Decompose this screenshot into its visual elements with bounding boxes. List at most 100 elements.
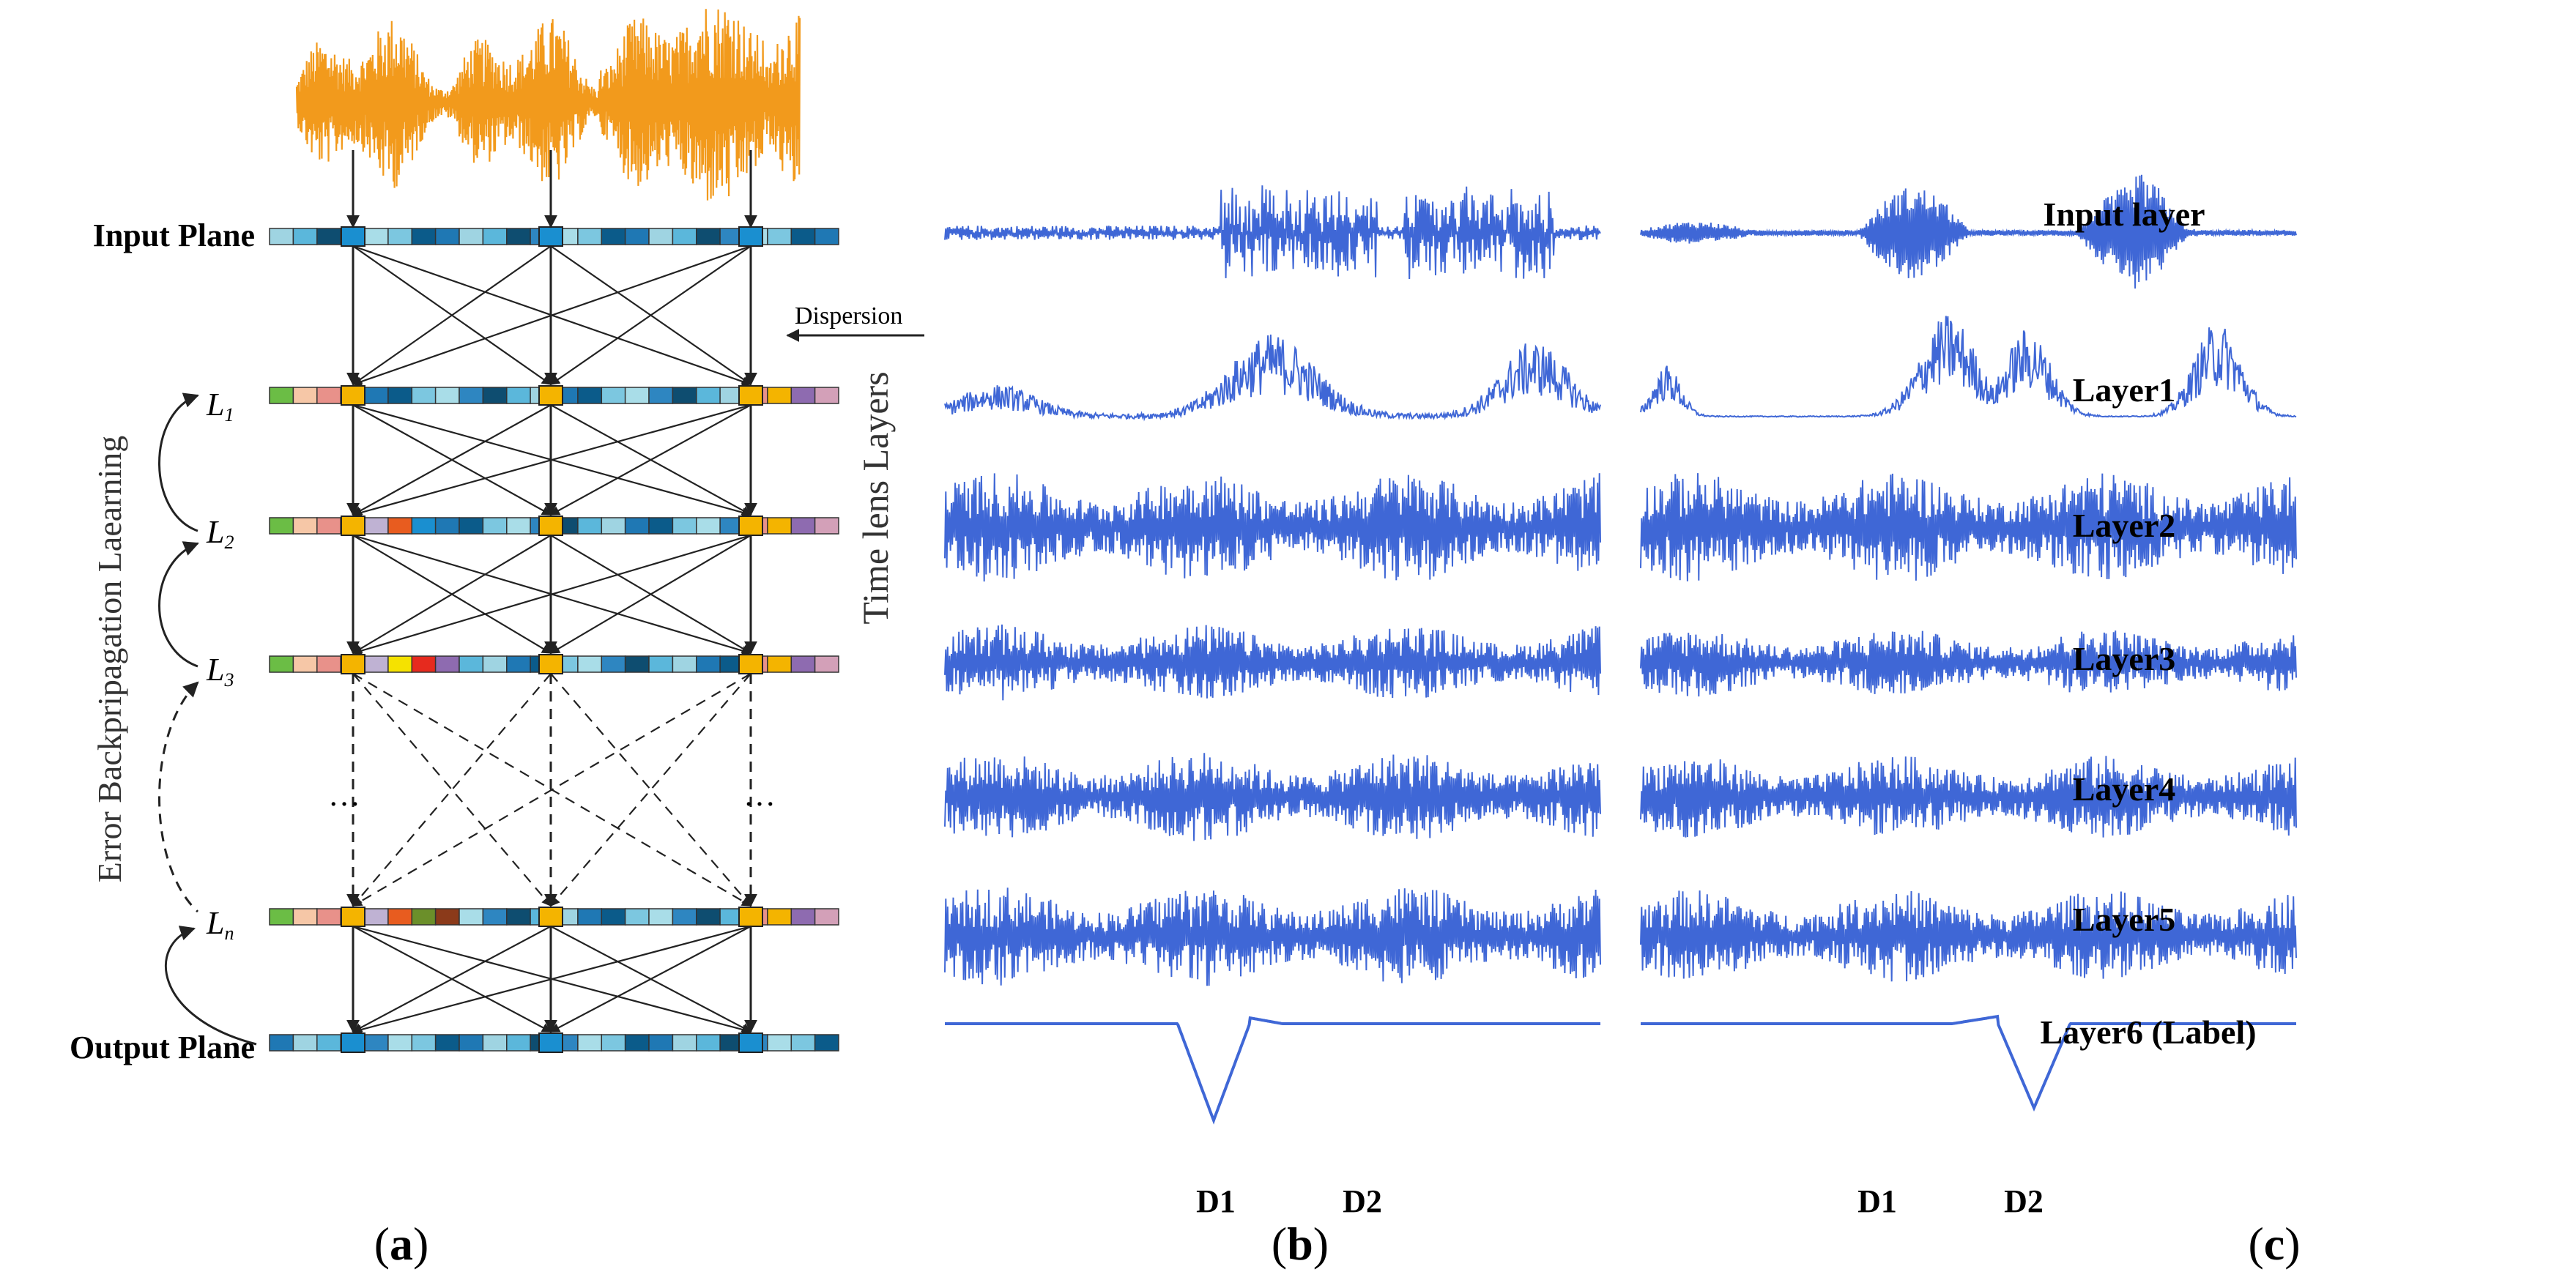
row-cell — [601, 387, 626, 404]
connection-arrow — [352, 673, 552, 907]
ellipsis-right: … — [743, 777, 776, 813]
row-cell — [506, 387, 531, 404]
row-label-layer2: Layer2 — [2073, 507, 2176, 544]
row-cell — [459, 655, 484, 673]
row-cell — [767, 1034, 793, 1052]
row-cell — [696, 228, 721, 245]
row-cell — [434, 655, 460, 673]
row-cell — [434, 908, 460, 926]
row-cell — [672, 1034, 697, 1052]
backprop-arrow-out-ln — [164, 926, 257, 1046]
row-cell — [672, 517, 697, 535]
row-cell — [506, 517, 531, 535]
row-node — [538, 654, 563, 674]
row-cell — [459, 387, 484, 404]
row-label-layer1: Layer1 — [2073, 371, 2176, 409]
row-cell — [601, 655, 626, 673]
row-cell — [506, 908, 531, 926]
row-cell — [411, 517, 437, 535]
row-cell — [790, 228, 816, 245]
row-cell — [814, 908, 839, 926]
waveform-trace — [1640, 174, 2297, 289]
row-cell — [363, 655, 389, 673]
row-node — [341, 1032, 365, 1053]
output-plane-label: Output Plane — [70, 1030, 255, 1065]
connection-arrow — [549, 404, 751, 516]
waveform-trace — [944, 888, 1601, 986]
connection-arrow — [352, 404, 552, 516]
input-plane-label: Input Plane — [93, 217, 255, 253]
row-node — [538, 516, 563, 536]
row-cell — [411, 387, 437, 404]
row-cell — [316, 517, 341, 535]
row-cell — [411, 908, 437, 926]
row-cell — [624, 517, 650, 535]
connection-arrow — [352, 926, 552, 1032]
caption-a: (a) — [374, 1218, 429, 1270]
connection-arrow — [550, 673, 751, 907]
caption-c: (c) — [2248, 1218, 2300, 1270]
row-cell — [482, 387, 508, 404]
svg-text:L3: L3 — [206, 652, 234, 691]
row-cell — [672, 228, 697, 245]
svg-text:Ln: Ln — [206, 905, 234, 944]
row-cell — [696, 387, 721, 404]
row-cell — [316, 908, 341, 926]
row-cell — [316, 387, 341, 404]
row-cell — [434, 1034, 460, 1052]
row-cell — [363, 517, 389, 535]
waveform-trace — [944, 334, 1601, 422]
connection-arrow — [352, 673, 552, 907]
connection-arrow — [352, 245, 751, 387]
row-cell — [482, 1034, 508, 1052]
waveform-trace — [1640, 473, 2297, 581]
row-cell — [790, 517, 816, 535]
row-cell — [434, 228, 460, 245]
row-node — [341, 907, 365, 927]
row-node — [538, 385, 563, 406]
connection-arrow — [352, 245, 552, 385]
svg-text:L1: L1 — [206, 387, 234, 425]
row-cell — [696, 517, 721, 535]
row-label-layer3: Layer3 — [2073, 640, 2176, 677]
input-signal-trace — [295, 9, 801, 201]
output-plane-row — [269, 1032, 839, 1053]
row-cell — [482, 908, 508, 926]
row-cell — [696, 655, 721, 673]
row-cell — [316, 655, 341, 673]
input-signal-waveform — [295, 9, 801, 201]
row-node — [341, 226, 365, 247]
row-cell — [292, 387, 318, 404]
connection-arrow — [550, 673, 751, 907]
row-cell — [459, 1034, 484, 1052]
row-cell — [672, 387, 697, 404]
connection-arrow — [549, 926, 751, 1032]
row-cell — [459, 517, 484, 535]
row-cell — [601, 517, 626, 535]
row-cell — [292, 655, 318, 673]
layer-label-ln: Ln — [206, 905, 234, 944]
row-node — [738, 907, 763, 927]
row-cell — [577, 517, 603, 535]
row-cell — [269, 908, 294, 926]
row-cell — [577, 655, 603, 673]
row-cell — [767, 908, 793, 926]
row-cell — [624, 655, 650, 673]
row-cell — [506, 1034, 531, 1052]
row-cell — [648, 908, 674, 926]
row-cell — [624, 228, 650, 245]
row-cell — [363, 908, 389, 926]
row-node — [341, 516, 365, 536]
row-cell — [482, 228, 508, 245]
row-cell — [601, 228, 626, 245]
row-node — [341, 385, 365, 406]
row-cell — [269, 228, 294, 245]
row-cell — [648, 655, 674, 673]
row-cell — [269, 517, 294, 535]
row-cell — [577, 1034, 603, 1052]
dispersion-label: Dispersion — [795, 302, 902, 330]
row-cell — [790, 1034, 816, 1052]
waveform-trace — [1640, 316, 2297, 418]
layer-label-l3: L3 — [206, 652, 234, 691]
